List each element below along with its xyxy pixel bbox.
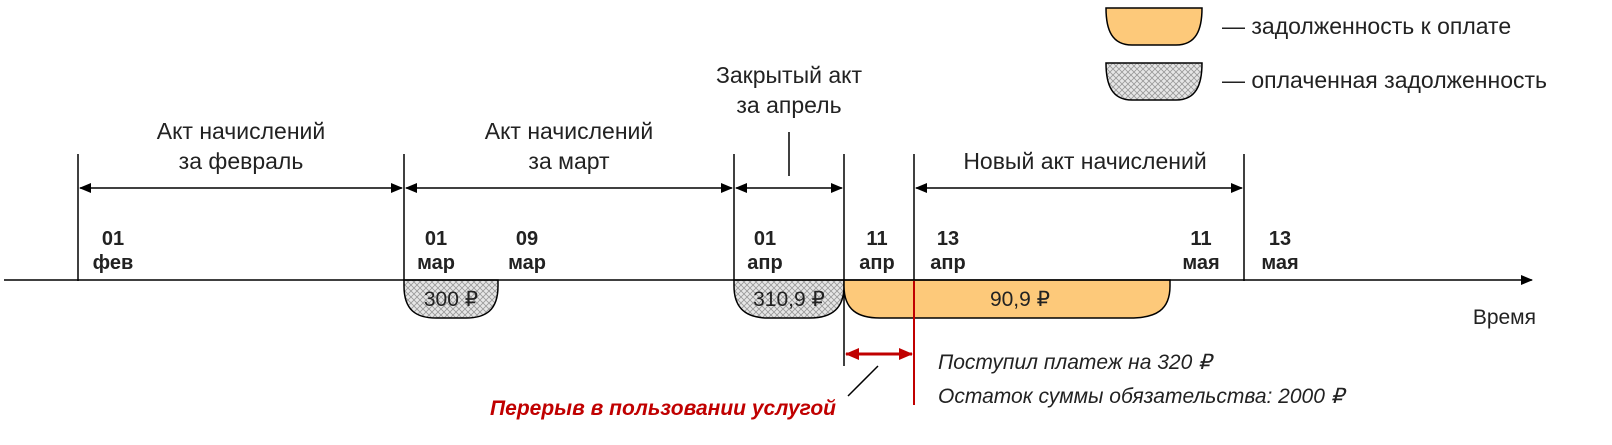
date-day: 01	[754, 228, 776, 250]
paid-blob-march	[403, 279, 499, 319]
date-day: 13	[937, 228, 959, 250]
act-feb-line2: за февраль	[179, 148, 304, 174]
payment-note: Поступил платеж на 320 ₽	[938, 351, 1214, 374]
legend-debt-label: — задолженность к оплате	[1222, 13, 1511, 39]
act-apr-line1: Закрытый акт	[716, 62, 862, 88]
amount-march: 300 ₽	[424, 288, 478, 311]
date-day: 13	[1269, 228, 1291, 250]
break-label: Перерыв в пользовании услугой	[490, 397, 836, 420]
act-new-label: Новый акт начислений	[963, 148, 1206, 174]
act-apr-line2: за апрель	[736, 92, 841, 118]
legend: — задолженность к оплате — оплаченная за…	[1105, 7, 1547, 101]
date-day: 11	[866, 228, 887, 250]
paid-blob-april	[733, 279, 845, 319]
date-month: апр	[930, 252, 965, 274]
date-day: 01	[425, 228, 447, 250]
date-month: апр	[747, 252, 782, 274]
amount-debt: 90,9 ₽	[990, 288, 1050, 311]
date-month: мар	[508, 252, 546, 274]
date-month: мая	[1182, 252, 1219, 274]
date-month: мар	[417, 252, 455, 274]
date-day: 01	[102, 228, 124, 250]
date-month: фев	[93, 252, 134, 274]
act-mar-line2: за март	[528, 148, 610, 174]
date-month: апр	[859, 252, 894, 274]
act-feb-line1: Акт начислений	[157, 118, 326, 144]
debt-blob	[843, 279, 1171, 319]
legend-debt-swatch	[1105, 7, 1203, 46]
legend-paid-label: — оплаченная задолженность	[1222, 67, 1547, 93]
date-day: 11	[1190, 228, 1211, 250]
legend-paid-swatch	[1105, 62, 1203, 101]
act-mar-line1: Акт начислений	[485, 118, 654, 144]
amount-april: 310,9 ₽	[753, 288, 825, 311]
axis-label: Время	[1473, 306, 1536, 329]
remainder-note: Остаток суммы обязательства: 2000 ₽	[938, 385, 1347, 408]
boundary-lines	[77, 154, 1245, 366]
date-month: мая	[1261, 252, 1298, 274]
date-labels: 01 фев 01 мар 09 мар 01 апр 11 апр 13 ап…	[93, 228, 1299, 274]
break-label-leader	[847, 365, 879, 397]
date-day: 09	[516, 228, 538, 250]
